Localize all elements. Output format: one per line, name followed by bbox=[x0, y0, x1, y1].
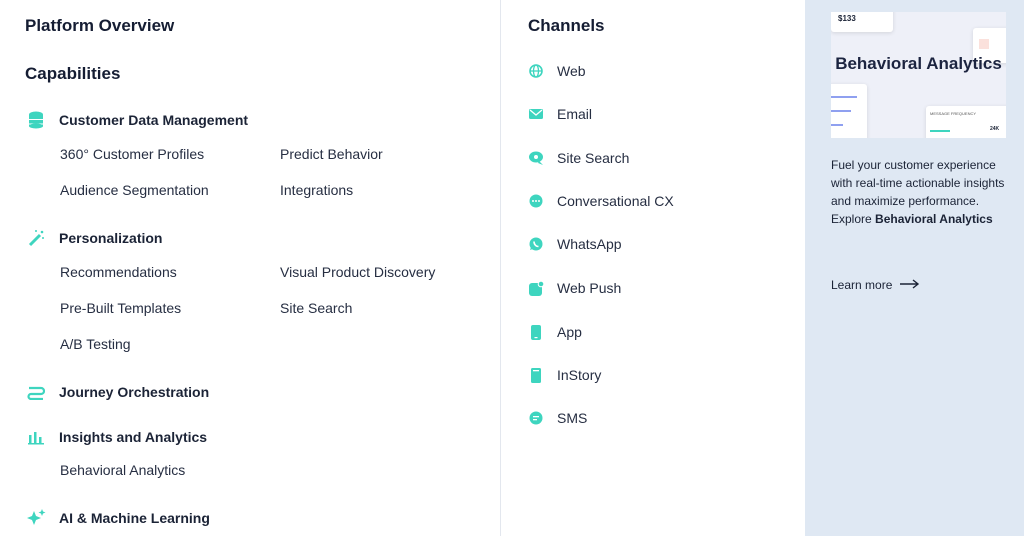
section-insights-analytics[interactable]: Insights and Analytics bbox=[25, 427, 207, 447]
channel-email[interactable]: Email bbox=[528, 106, 592, 122]
journey-icon bbox=[25, 382, 47, 402]
link-recommendations[interactable]: Recommendations bbox=[60, 264, 177, 280]
link-ab-testing[interactable]: A/B Testing bbox=[60, 336, 131, 352]
channels-heading: Channels bbox=[528, 16, 605, 35]
link-integrations[interactable]: Integrations bbox=[280, 182, 354, 198]
bar-chart-icon bbox=[25, 427, 47, 447]
learn-more-link[interactable]: Learn more bbox=[831, 278, 920, 292]
sms-bubble-icon bbox=[528, 410, 544, 426]
mobile-phone-icon bbox=[528, 324, 544, 340]
channel-sms[interactable]: SMS bbox=[528, 410, 587, 426]
story-icon bbox=[528, 367, 544, 383]
search-bubble-icon bbox=[528, 150, 544, 166]
channel-web[interactable]: Web bbox=[528, 63, 586, 79]
promo-description: Fuel your customer experience with real-… bbox=[831, 158, 1005, 226]
whatsapp-icon bbox=[528, 236, 544, 252]
section-customer-data-management[interactable]: Customer Data Management bbox=[25, 110, 248, 130]
capabilities-column: Platform Overview Capabilities Customer … bbox=[0, 0, 501, 536]
link-behavioral-analytics[interactable]: Behavioral Analytics bbox=[60, 462, 186, 478]
link-visual-product-discovery[interactable]: Visual Product Discovery bbox=[280, 264, 436, 280]
section-journey-orchestration[interactable]: Journey Orchestration bbox=[25, 382, 209, 402]
channel-conversational-cx[interactable]: Conversational CX bbox=[528, 193, 674, 209]
envelope-icon bbox=[528, 106, 544, 122]
link-site-search[interactable]: Site Search bbox=[280, 300, 353, 316]
sparkles-icon bbox=[25, 508, 47, 528]
link-360-profiles[interactable]: 360° Customer Profiles bbox=[60, 146, 205, 162]
channel-web-push[interactable]: Web Push bbox=[528, 280, 621, 296]
channel-app[interactable]: App bbox=[528, 324, 582, 340]
arrow-right-icon bbox=[900, 278, 920, 292]
channel-whatsapp[interactable]: WhatsApp bbox=[528, 236, 622, 252]
database-icon bbox=[25, 110, 47, 130]
link-audience-segmentation[interactable]: Audience Segmentation bbox=[60, 182, 209, 198]
channel-site-search[interactable]: Site Search bbox=[528, 150, 629, 166]
push-notification-icon bbox=[528, 280, 544, 296]
globe-icon bbox=[528, 63, 544, 79]
image-title: Behavioral Analytics bbox=[835, 54, 1002, 73]
section-personalization[interactable]: Personalization bbox=[25, 228, 162, 248]
section-ai-ml[interactable]: AI & Machine Learning bbox=[25, 508, 210, 528]
chat-bubble-icon bbox=[528, 193, 544, 209]
link-predict-behavior[interactable]: Predict Behavior bbox=[280, 146, 383, 162]
platform-overview-heading: Platform Overview bbox=[25, 16, 175, 35]
magic-wand-icon bbox=[25, 228, 47, 248]
channels-column: Channels Web Email Site Search Conversat… bbox=[502, 0, 805, 536]
channel-instory[interactable]: InStory bbox=[528, 367, 601, 383]
capabilities-heading: Capabilities bbox=[25, 64, 121, 83]
link-pre-built-templates[interactable]: Pre-Built Templates bbox=[60, 300, 182, 316]
